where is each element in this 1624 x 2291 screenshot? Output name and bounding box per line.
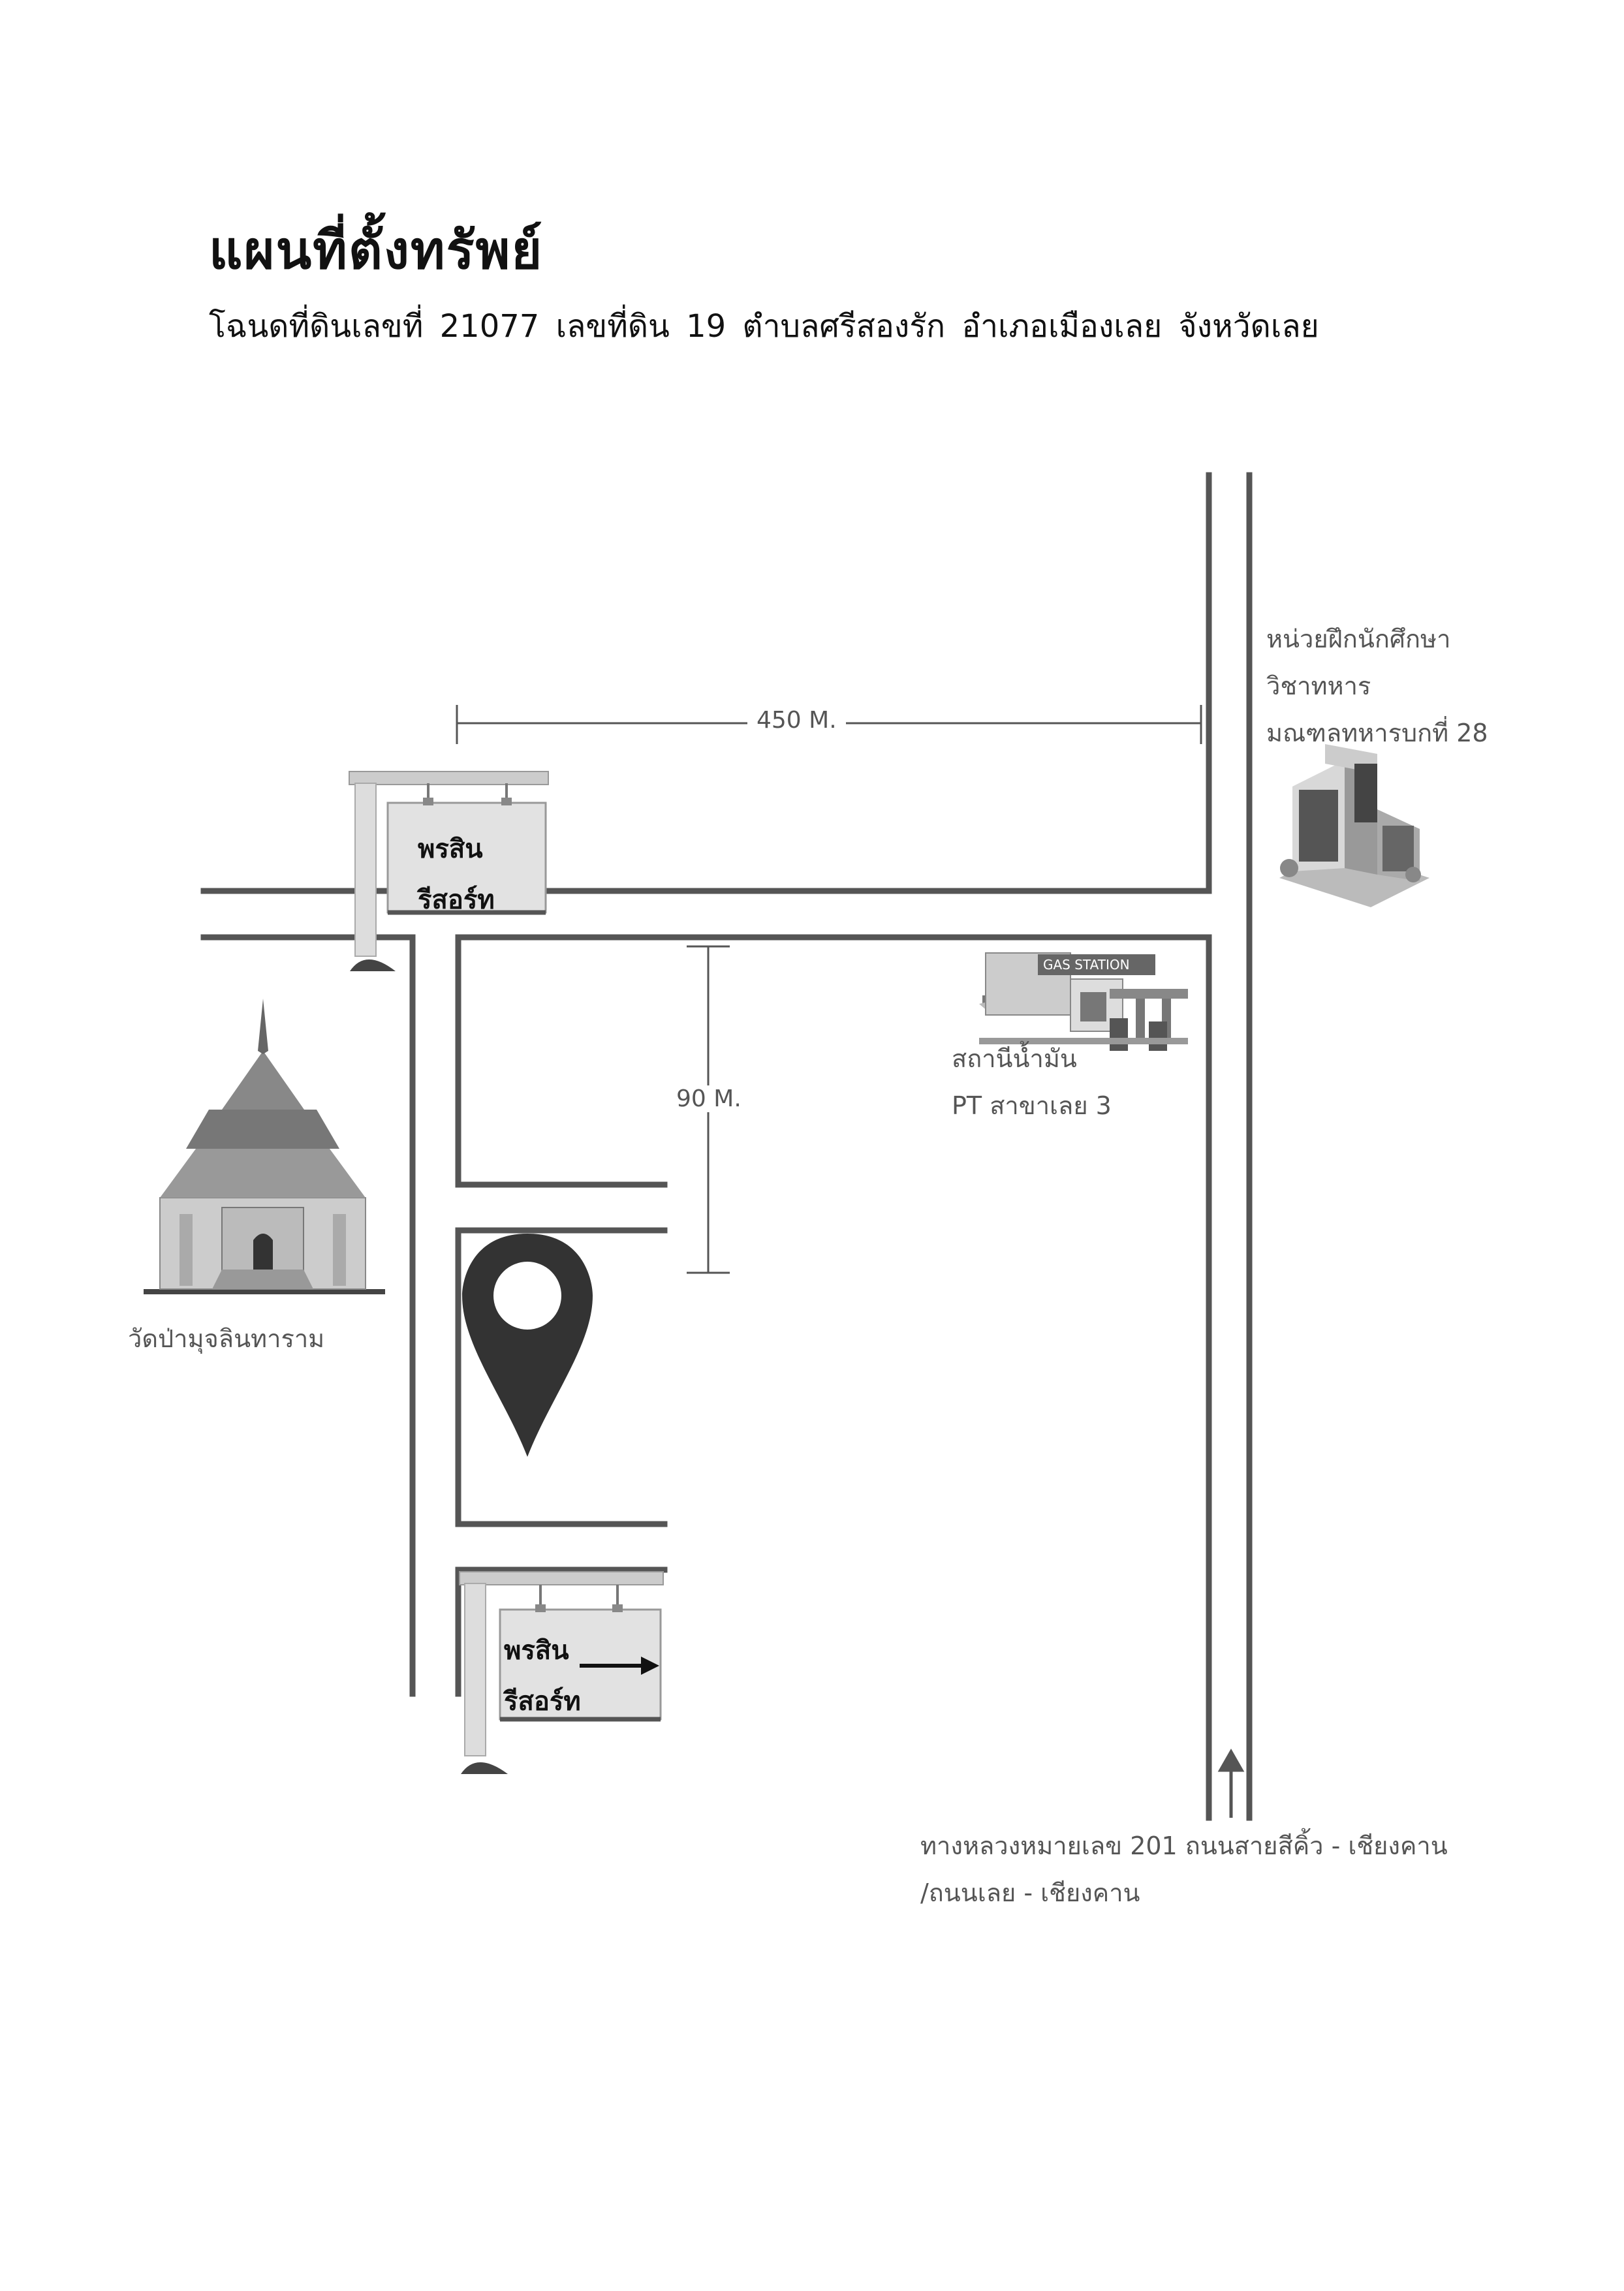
gas-station-sign: GAS STATION	[1043, 957, 1130, 973]
military-building-icon	[1279, 744, 1429, 907]
resort-sign-top: พรสิน รีสอร์ท	[418, 824, 495, 926]
military-unit-label: หน่วยฝึกนักศึกษา วิชาทหาร มณฑลทหารบกที่ …	[1266, 616, 1488, 756]
highway-line1: ทางหลวงหมายเลข 201 ถนนสายสีคิ้ว - เชียงค…	[920, 1831, 1448, 1860]
location-pin-icon	[462, 1234, 593, 1457]
temple-icon	[144, 999, 385, 1294]
gas-station-label: สถานีน้ำมัน PT สาขาเลย 3	[952, 1035, 1112, 1129]
gas-station-line1: สถานีน้ำมัน	[952, 1044, 1077, 1073]
military-unit-line3: มณฑลทหารบกที่ 28	[1266, 719, 1488, 747]
distance-450-label: 450 M.	[747, 707, 846, 734]
resort-sign-top-icon	[349, 771, 549, 971]
resort-sign-bottom: พรสิน รีสอร์ท	[504, 1625, 581, 1727]
gas-station-line2: PT สาขาเลย 3	[952, 1091, 1112, 1120]
gas-station-icon	[979, 952, 1188, 1051]
distance-90-label: 90 M.	[667, 1085, 751, 1112]
resort-sign-bottom-line2: รีสอร์ท	[504, 1687, 581, 1717]
temple-label: วัดป่ามุจลินทาราม	[128, 1324, 325, 1353]
military-unit-line1: หน่วยฝึกนักศึกษา	[1266, 625, 1451, 653]
military-unit-line2: วิชาทหาร	[1266, 672, 1371, 700]
deed-description: โฉนดที่ดินเลขที่ 21077 เลขที่ดิน 19 ตำบล…	[209, 308, 1319, 345]
resort-sign-bottom-line1: พรสิน	[504, 1636, 569, 1666]
resort-sign-top-line1: พรสิน	[418, 834, 483, 864]
page-title: แผนที่ตั้งทรัพย์	[209, 220, 544, 281]
resort-sign-top-line2: รีสอร์ท	[418, 885, 495, 915]
north-arrow-icon	[1217, 1748, 1245, 1818]
roads	[200, 472, 1253, 1821]
highway-line2: /ถนนเลย - เชียงคาน	[920, 1878, 1140, 1907]
resort-sign-bottom-icon	[459, 1571, 664, 1774]
highway-label: ทางหลวงหมายเลข 201 ถนนสายสีคิ้ว - เชียงค…	[920, 1822, 1448, 1916]
